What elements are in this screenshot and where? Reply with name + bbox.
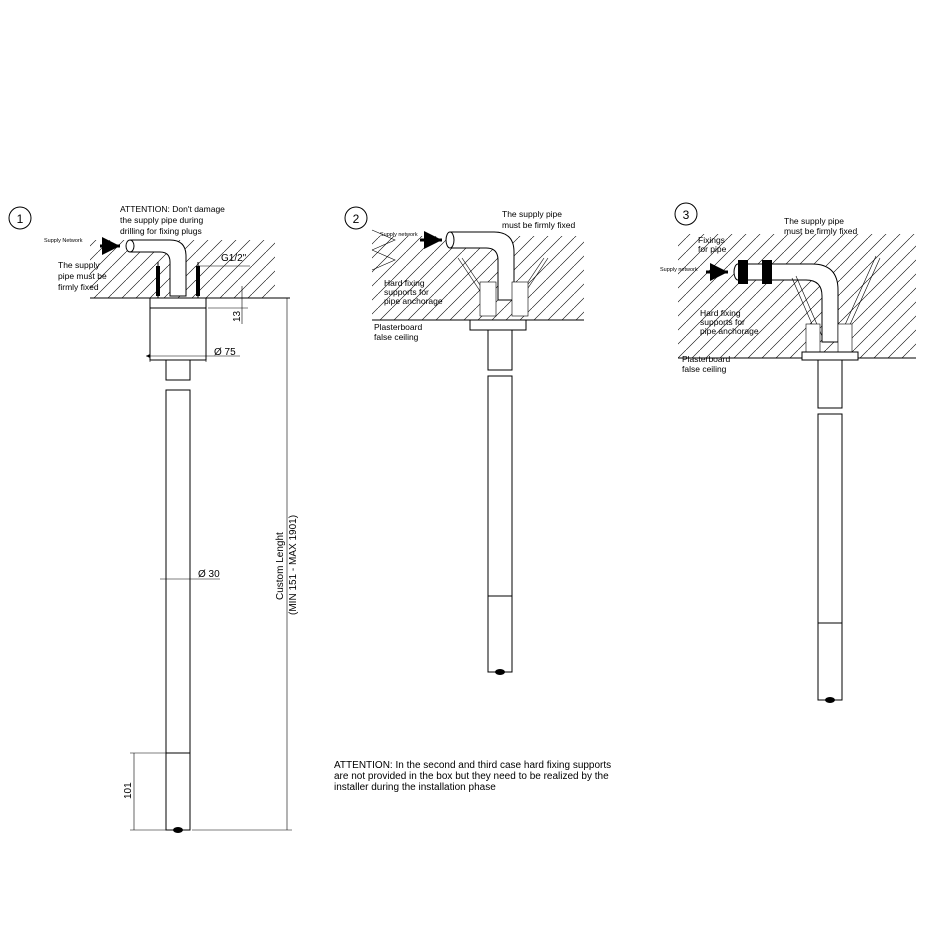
plasterboard-3-line-2: false ceiling [682, 364, 727, 374]
pipe-fixed-2-line-2: must be firmly fixed [502, 220, 575, 230]
plasterboard-3-line-1: Plasterboard [682, 354, 730, 364]
hard-fixing-3-line-2: supports for [700, 317, 745, 327]
shower-head-end-3 [825, 697, 835, 703]
hard-fixing-2-line-3: pipe anchorage [384, 296, 443, 306]
shower-pipe-1 [165, 389, 191, 831]
attention-line-2: the supply pipe during [120, 215, 203, 225]
pipe-top-segment-2 [487, 329, 513, 371]
step-number-2: 2 [353, 212, 360, 226]
ceiling-flange-3 [801, 351, 859, 361]
panel-3: 3 The supply pipe must be firmly fixed F… [660, 202, 916, 703]
fixings-3-line-2: for pipe [698, 244, 727, 254]
ceiling-hatch-3 [678, 234, 916, 358]
pipe-fixed-line-2: pipe must be [58, 271, 107, 281]
hard-fixing-3-line-3: pipe anchorage [700, 326, 759, 336]
thread-label: G1/2" [221, 253, 247, 264]
pipe-fixings-3 [738, 260, 772, 284]
hard-fixing-2-line-1: Hard fixing [384, 278, 425, 288]
pipe-fixed-2-line-1: The supply pipe [502, 209, 562, 219]
note-line-2: are not provided in the box but they nee… [334, 771, 609, 782]
panel-1: 1 Ø 75 Ø 30 1 [8, 204, 299, 833]
ceiling-hatch-2 [372, 236, 584, 320]
hard-fixing-supports-3 [791, 255, 881, 359]
shower-head-end-1 [173, 827, 183, 833]
dim-13: 13 [232, 310, 243, 322]
plasterboard-2-line-1: Plasterboard [374, 322, 422, 332]
hard-fixing-supports-2 [457, 257, 549, 317]
custom-length-label: Custom Lenght [275, 532, 286, 600]
panel-2: 2 The supply pipe must be firmly fixed S… [344, 206, 584, 675]
fixings-3-line-1: Fixings [698, 235, 725, 245]
ceiling-flange-1 [149, 297, 207, 309]
supply-network-label-1: Supply Network [44, 238, 83, 244]
plasterboard-2-line-2: false ceiling [374, 332, 419, 342]
attention-line-1: ATTENTION: Don't damage [120, 204, 225, 214]
dim-75: Ø 75 [214, 347, 236, 358]
dim-30: Ø 30 [198, 569, 220, 580]
pipe-fixed-line-3: firmly fixed [58, 282, 99, 292]
supply-network-label-3: Supply network [660, 267, 698, 273]
shower-head-end-2 [495, 669, 505, 675]
supply-pipe-end-1 [125, 239, 135, 253]
step-number-circle-1 [8, 206, 32, 230]
ceiling-flange-2 [469, 319, 527, 331]
dim-101: 101 [123, 782, 134, 799]
step-number-circle-3 [674, 202, 698, 226]
custom-length-range: (MIN 151 - MAX 1901) [288, 515, 299, 615]
supply-network-label-2: Supply network [380, 232, 418, 238]
supply-pipe-2 [450, 231, 515, 301]
installation-note: ATTENTION: In the second and third case … [334, 760, 611, 793]
hard-fixing-3-line-1: Hard fixing [700, 308, 741, 318]
shower-pipe-2 [487, 375, 513, 673]
supply-pipe-1 [130, 239, 187, 297]
pipe-top-segment-1 [165, 359, 191, 381]
pipe-fixed-3-line-1: The supply pipe [784, 216, 844, 226]
note-line-3: installer during the installation phase [334, 782, 496, 793]
supply-pipe-end-2 [445, 231, 455, 249]
note-line-1: ATTENTION: In the second and third case … [334, 760, 611, 771]
shower-pipe-3 [817, 413, 843, 701]
pipe-fixed-line-1: The supply [58, 260, 100, 270]
fixing-plugs-1 [156, 262, 200, 298]
step-number-1: 1 [17, 212, 24, 226]
hard-fixing-2-line-2: supports for [384, 287, 429, 297]
pipe-top-segment-3 [817, 359, 843, 409]
step-number-3: 3 [683, 208, 690, 222]
attention-line-3: drilling for fixing plugs [120, 226, 202, 236]
pipe-fixed-3-line-2: must be firmly fixed [784, 226, 857, 236]
step-number-circle-2 [344, 206, 368, 230]
concrete-chevrons-2 [371, 229, 396, 271]
flange-cover-1 [149, 307, 207, 361]
